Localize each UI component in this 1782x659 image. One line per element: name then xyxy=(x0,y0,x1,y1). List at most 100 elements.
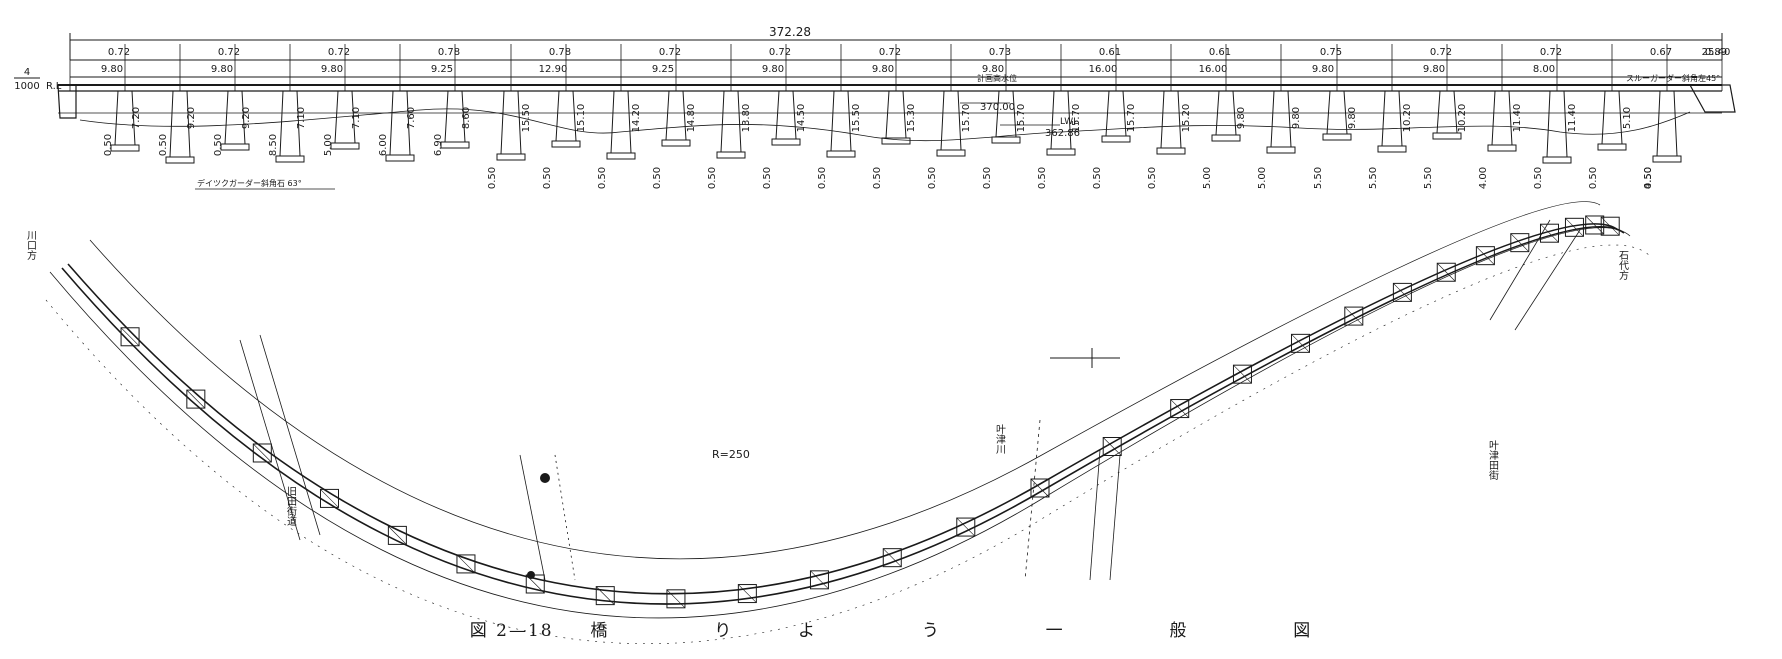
span-length-label: 9.80 xyxy=(321,64,343,75)
plan-pier-mark xyxy=(1233,364,1252,384)
plate-girder-note: デイツクガーダー斜角石 63° xyxy=(197,178,302,188)
left-pier-height-label: 7.20 xyxy=(131,107,142,129)
pier-bottom-label: 5.00 xyxy=(1202,167,1213,189)
left-pier-bottom-label: 0.50 xyxy=(213,134,224,156)
pier-height-label: 9.80 xyxy=(1291,107,1302,129)
pier-bottom-label: 0.50 xyxy=(542,167,553,189)
plan-pier-mark xyxy=(1585,215,1604,235)
pier-height-label: 14.20 xyxy=(631,104,642,133)
plan-pier-mark xyxy=(388,526,407,545)
river-label: 叶津川 xyxy=(994,424,1006,454)
plan-pier-mark xyxy=(1510,233,1530,252)
ratio-denominator: 1000 xyxy=(14,81,39,92)
pier-bottom-label: 0.50 xyxy=(1147,167,1158,189)
through-girder-note: スルーガーダー斜角左45° xyxy=(1626,73,1720,83)
plan-pier-mark xyxy=(1600,216,1620,236)
pier xyxy=(775,90,797,140)
pier xyxy=(1601,90,1623,145)
pier xyxy=(1546,90,1568,158)
plan-pier-mark xyxy=(1393,283,1412,302)
left-pier-height-label: 7.10 xyxy=(351,107,362,129)
pier-footing xyxy=(110,144,140,152)
left-pier-bottom-label: 6.90 xyxy=(433,134,444,156)
plan-pier-mark xyxy=(810,570,829,590)
pier-height-label: 11.40 xyxy=(1567,104,1578,133)
pier-footing xyxy=(385,154,415,162)
left-pier-height-label: 7.60 xyxy=(406,107,417,129)
pier-bottom-label: 0.50 xyxy=(762,167,773,189)
piers xyxy=(110,90,1682,164)
pier-bottom-label: 5.50 xyxy=(1313,167,1324,189)
pier-bottom-label: 0.50 xyxy=(1643,167,1654,189)
pier-height-label: 15.70 xyxy=(1126,104,1137,133)
pier-footing xyxy=(661,139,691,147)
tree-symbol xyxy=(540,473,550,483)
pier-height-label: 15.10 xyxy=(576,104,587,133)
plan-pier-mark xyxy=(120,327,140,346)
span-top-label: 0.78 xyxy=(438,47,460,58)
plan-pier xyxy=(1436,262,1456,282)
span-length-label: 9.25 xyxy=(652,64,674,75)
flood-level-value: 370.00 xyxy=(980,102,1015,113)
plan-pier-mark xyxy=(253,443,272,463)
plan-pier xyxy=(456,554,476,574)
plan-pier xyxy=(1290,333,1310,353)
left-pier-bottom-label: 5.00 xyxy=(323,134,334,156)
pier-height-label: 15.50 xyxy=(851,104,862,133)
span-top-label: 0.72 xyxy=(879,47,901,58)
span-top-label: 0.78 xyxy=(549,47,571,58)
caption-prefix: 図 2—18 xyxy=(469,621,554,641)
span-top-label: 0.89 xyxy=(1705,47,1727,58)
plan-pier-mark xyxy=(320,489,339,508)
span-top-label: 0.72 xyxy=(1430,47,1452,58)
span-top-label: 0.61 xyxy=(1209,47,1231,58)
pier-footing xyxy=(1487,144,1517,152)
pier-footing xyxy=(330,142,360,150)
pier-footing xyxy=(165,156,195,164)
plan-pier xyxy=(595,586,615,606)
plan-pier xyxy=(319,488,339,508)
caption-char: 図 xyxy=(1293,621,1313,641)
span-length-label: 9.80 xyxy=(982,64,1004,75)
pier-height-label: 14.50 xyxy=(796,104,807,133)
pier-bottom-label: 0.50 xyxy=(597,167,608,189)
caption-char: 般 xyxy=(1169,621,1189,641)
plan-pier xyxy=(1564,217,1584,237)
pier xyxy=(885,90,907,139)
pier-bottom-label: 0.50 xyxy=(652,167,663,189)
plan-pier-mark xyxy=(666,589,686,609)
pier xyxy=(1270,90,1292,148)
span-top-label: 0.72 xyxy=(218,47,240,58)
pier-footing xyxy=(1266,146,1296,154)
plan-pier xyxy=(1600,216,1620,236)
plan-pier xyxy=(252,443,272,463)
plan-pier xyxy=(1102,436,1122,456)
pier-height-label: 13.80 xyxy=(741,104,752,133)
elevation-labels: 372.28 4 1000 R.L デイツクガーダー斜角石 63° スルーガーダ… xyxy=(14,25,1730,190)
pier xyxy=(830,90,852,152)
pier-bottom-label: 0.50 xyxy=(927,167,938,189)
pier-height-label: 10.20 xyxy=(1457,104,1468,133)
pier-footing xyxy=(1542,156,1572,164)
plan-pier-mark xyxy=(1030,478,1050,498)
plan-pier-mark xyxy=(883,548,902,567)
span-length-label: 8.00 xyxy=(1533,64,1555,75)
pier-footing xyxy=(881,137,911,145)
pier-bottom-label: 0.50 xyxy=(707,167,718,189)
span-top-label: 0.72 xyxy=(659,47,681,58)
pier-bottom-label: 4.50 xyxy=(1643,167,1654,189)
pier-footing xyxy=(1432,132,1462,140)
pier-footing xyxy=(551,140,581,148)
left-pier-height-label: 7.10 xyxy=(296,107,307,129)
tree-symbol xyxy=(527,571,535,579)
left-end-label: 川口方 xyxy=(25,230,37,261)
pier-height-label: 15.30 xyxy=(906,104,917,133)
pier xyxy=(1381,90,1403,147)
plan-pier-mark xyxy=(1291,334,1310,353)
radius-label: R=250 xyxy=(712,448,750,461)
pier-height-label: 15.70 xyxy=(1071,104,1082,133)
span-length-label: 9.80 xyxy=(211,64,233,75)
pier-height-label: 11.40 xyxy=(1512,104,1523,133)
